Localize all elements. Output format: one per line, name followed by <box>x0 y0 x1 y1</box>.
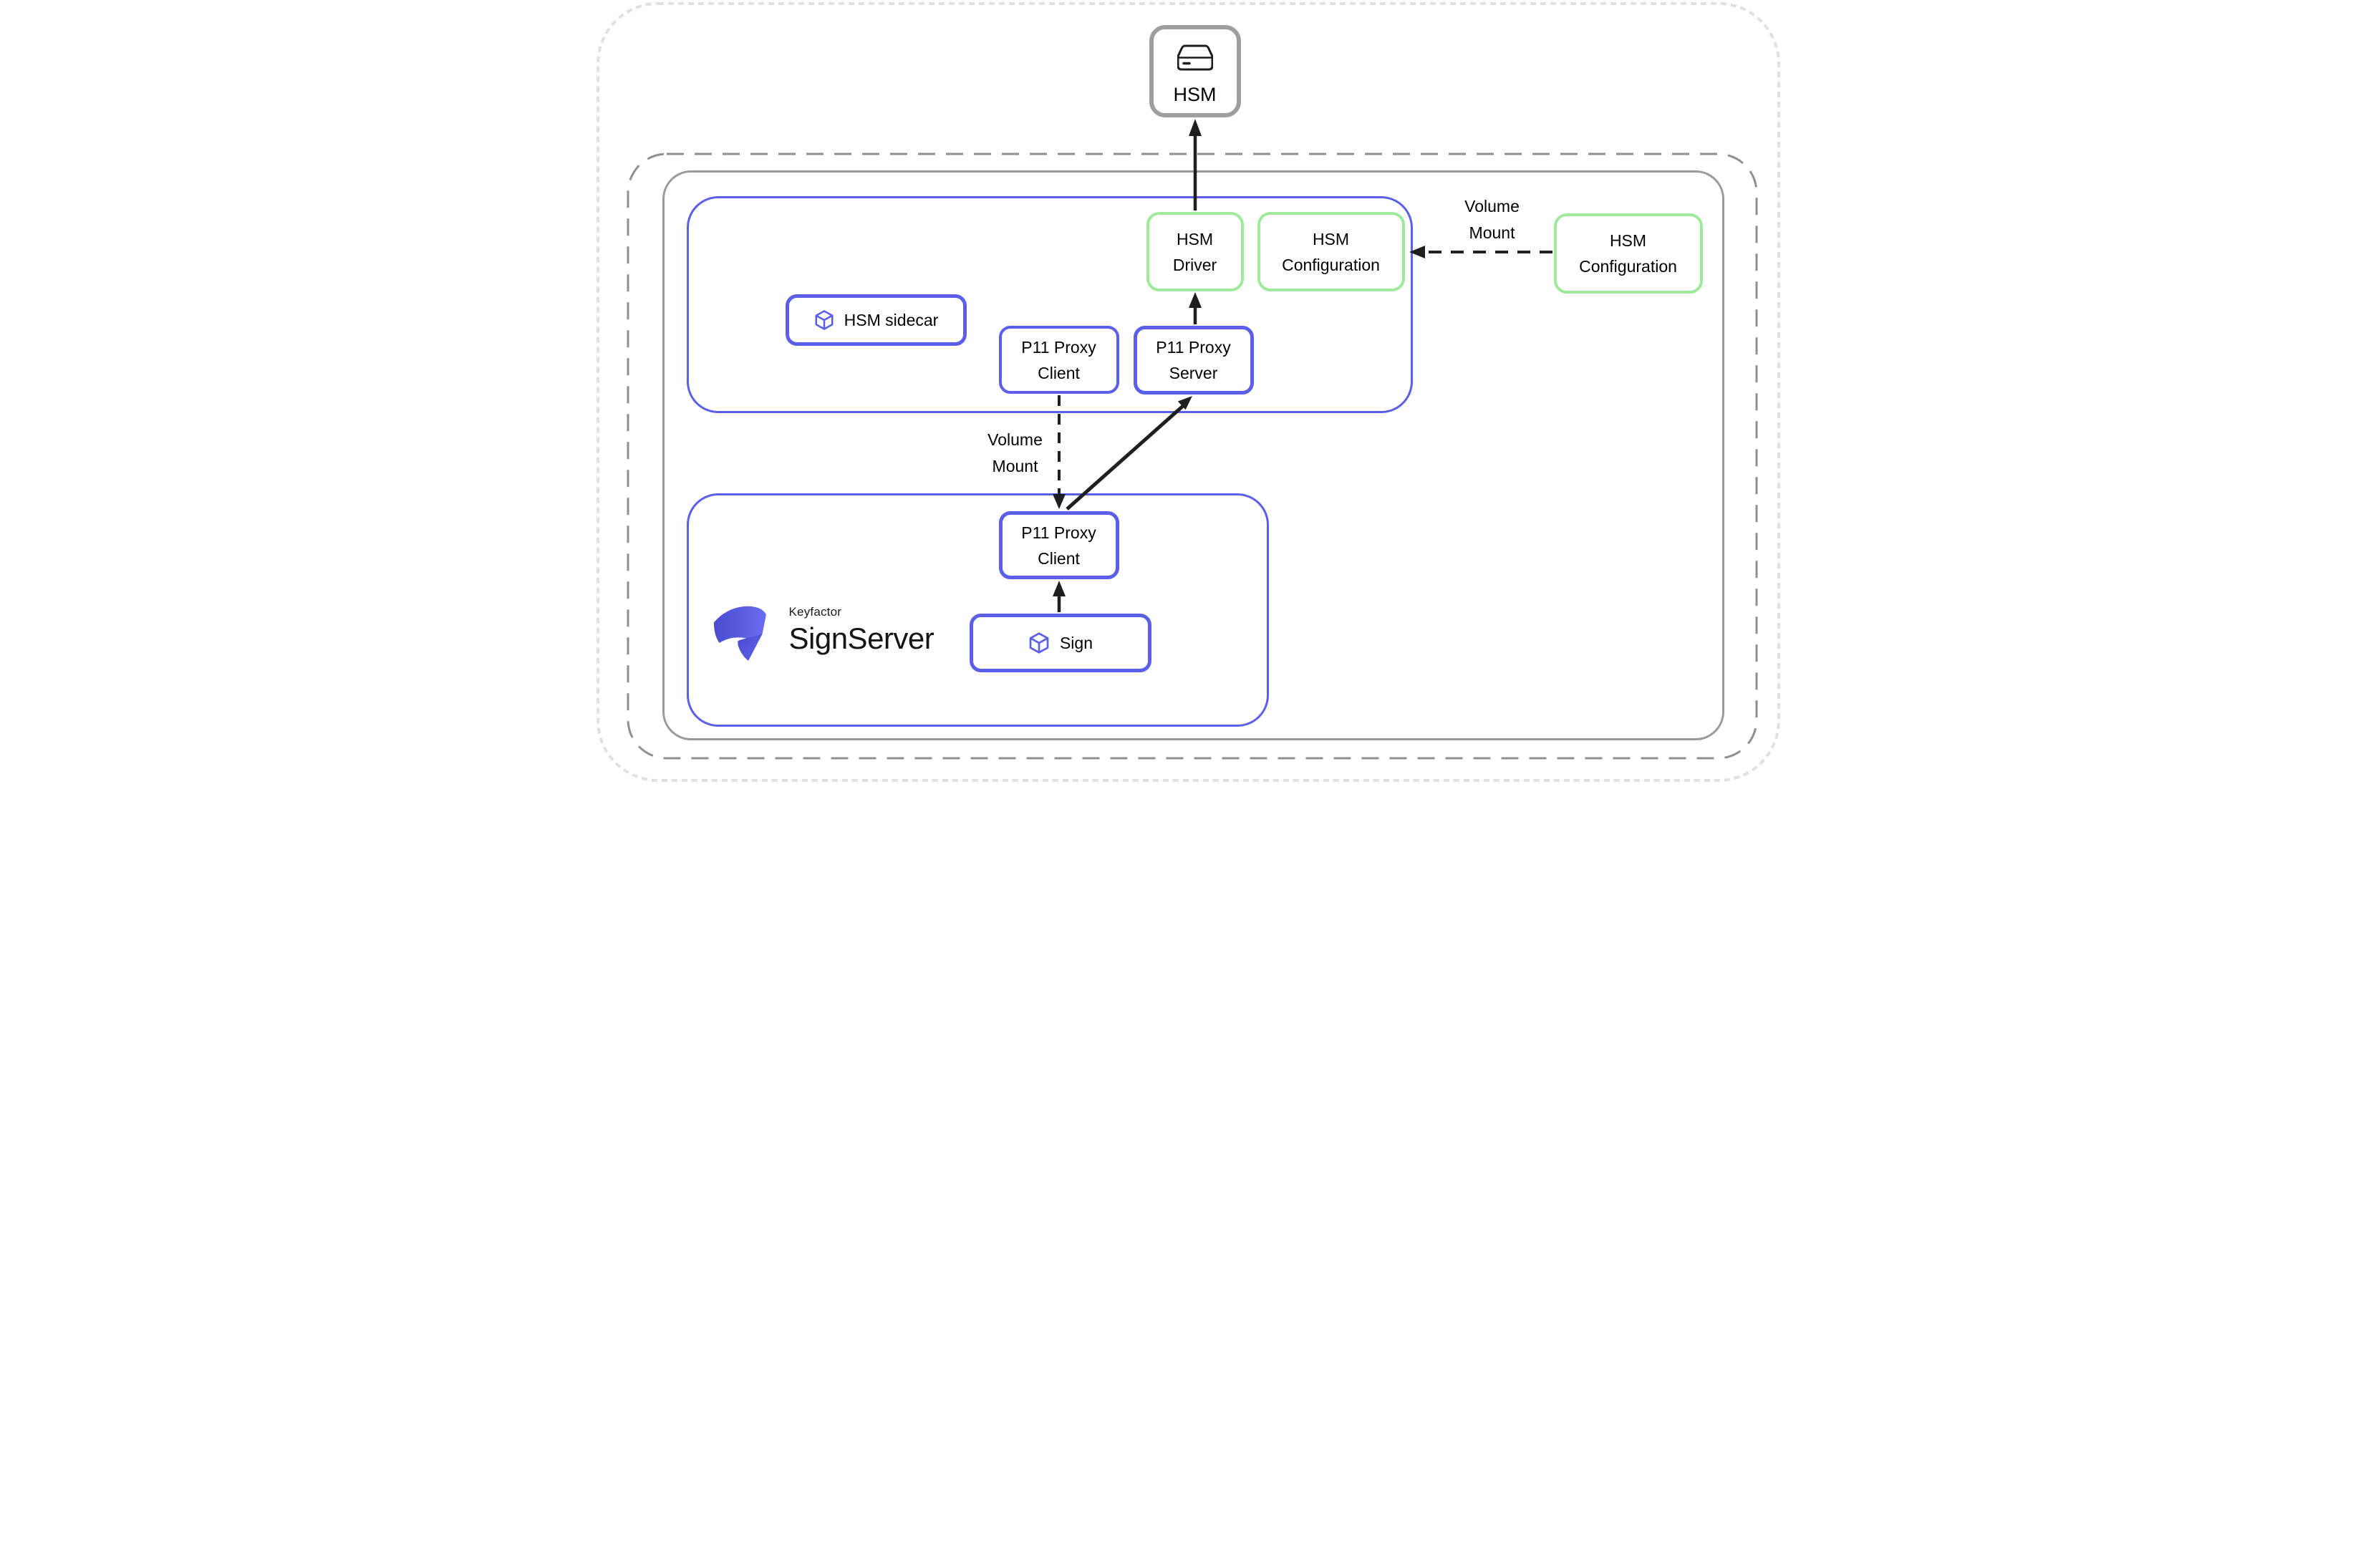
container-cube-icon <box>815 310 834 330</box>
p11-server-label-line1: P11 Proxy <box>1156 338 1231 357</box>
volume-mount-external-line2: Mount <box>1469 223 1515 242</box>
p11-client-signserver-label-line1: P11 Proxy <box>1021 523 1096 542</box>
p11-proxy-client-sidecar-node: P11 Proxy Client <box>998 326 1119 394</box>
volume-mount-label-internal: Volume Mount <box>951 427 1080 480</box>
keyfactor-signserver-logo: Keyfactor SignServer <box>709 601 935 666</box>
hsm-configuration-external-node: HSM Configuration <box>1553 213 1703 294</box>
hsm-sidecar-pod-container <box>686 196 1413 413</box>
p11-client-signserver-label-line2: Client <box>1038 548 1080 568</box>
node-boundary-frame <box>662 170 1724 740</box>
hsm-driver-node: HSM Driver <box>1146 212 1244 291</box>
volume-mount-label-external: Volume Mount <box>1428 193 1557 246</box>
sign-node: Sign <box>969 614 1151 672</box>
diagram-canvas: HSM HSM Driver HSM Configuration HSM Con… <box>594 0 1782 784</box>
hsm-sidecar-label: HSM sidecar <box>844 310 939 329</box>
p11-proxy-client-signserver-node: P11 Proxy Client <box>998 511 1119 579</box>
p11-client-sidecar-label-line2: Client <box>1038 363 1080 382</box>
p11-proxy-server-node: P11 Proxy Server <box>1133 326 1254 395</box>
keyfactor-logo-mark <box>713 606 766 661</box>
hsm-config-sidecar-label-line1: HSM <box>1312 229 1350 248</box>
hsm-sidecar-node: HSM sidecar <box>785 294 967 346</box>
logo-product-text: SignServer <box>788 621 935 655</box>
p11-server-label-line2: Server <box>1169 364 1218 382</box>
sign-label: Sign <box>1059 633 1093 652</box>
volume-mount-external-line1: Volume <box>1464 197 1520 216</box>
hsm-driver-label-line2: Driver <box>1172 255 1217 274</box>
hsm-driver-label-line1: HSM <box>1176 229 1214 248</box>
hard-drive-icon <box>1177 44 1213 71</box>
arrowhead-driver-to-hsm <box>1188 119 1202 136</box>
hsm-config-sidecar-label-line2: Configuration <box>1282 255 1380 274</box>
volume-mount-internal-line1: Volume <box>987 430 1043 449</box>
hsm-node: HSM <box>1149 25 1241 117</box>
hsm-configuration-sidecar-node: HSM Configuration <box>1257 212 1405 291</box>
hsm-config-external-label-line2: Configuration <box>1579 257 1677 276</box>
hsm-config-external-label-line1: HSM <box>1609 231 1647 250</box>
logo-brand-text: Keyfactor <box>788 605 842 619</box>
signserver-pod-container <box>686 493 1269 727</box>
p11-client-sidecar-label-line1: P11 Proxy <box>1021 337 1096 357</box>
volume-mount-internal-line2: Mount <box>992 457 1038 475</box>
container-cube-icon <box>1029 632 1049 654</box>
hsm-label: HSM <box>1173 84 1217 105</box>
